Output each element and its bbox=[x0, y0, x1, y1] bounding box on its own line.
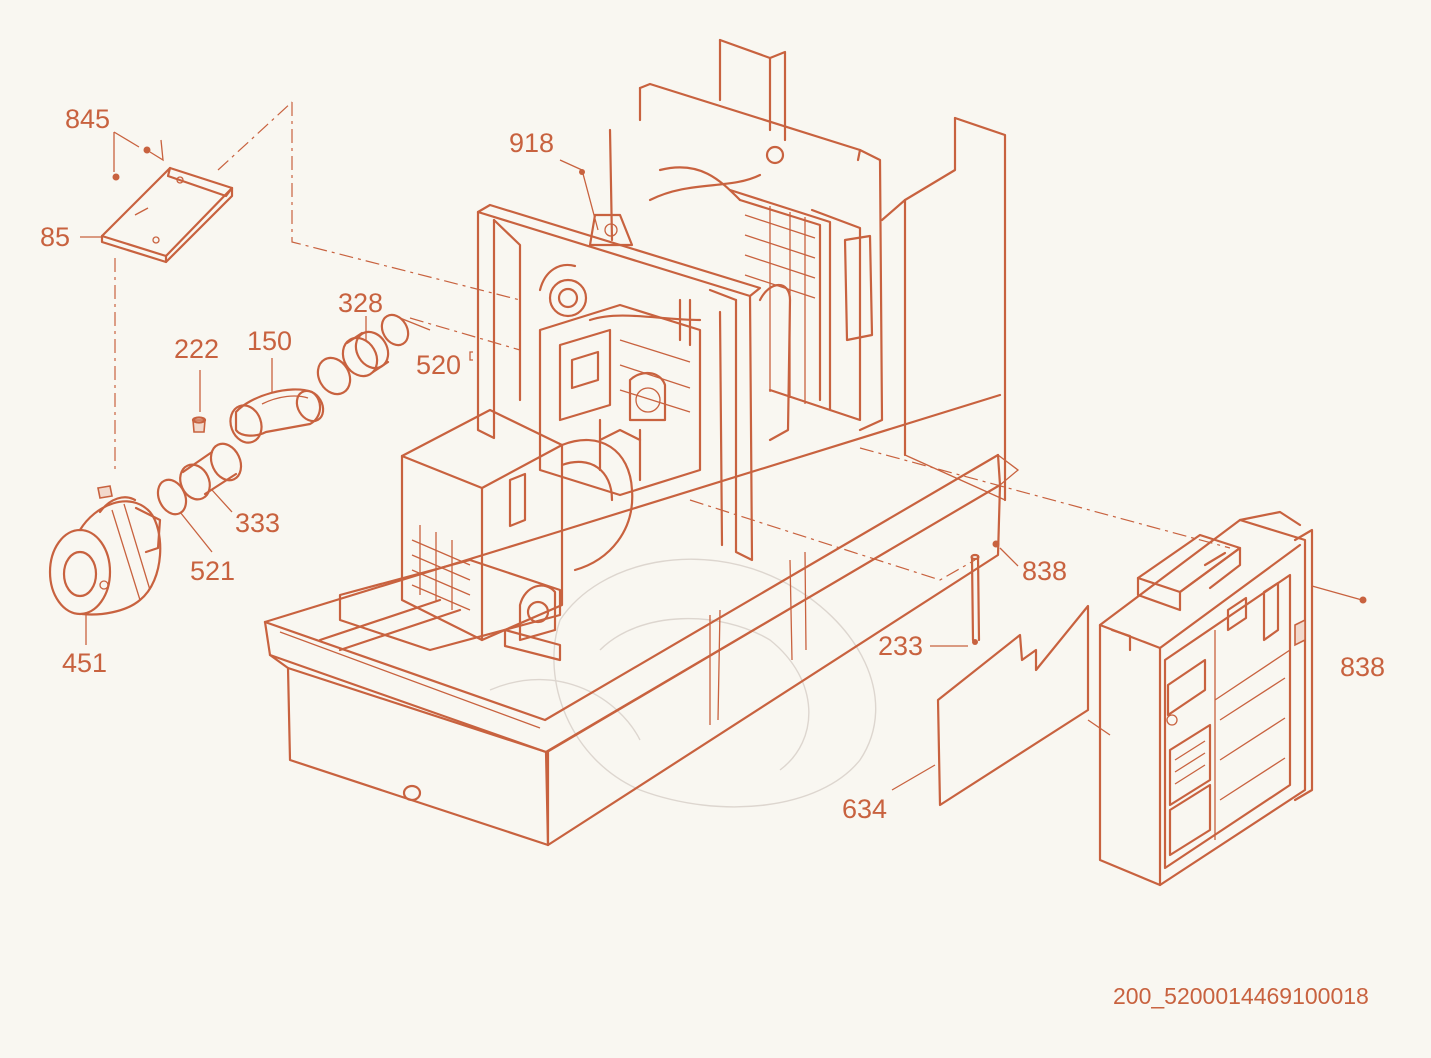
label-634: 634 bbox=[842, 794, 887, 824]
label-85: 85 bbox=[40, 222, 70, 252]
label-233: 233 bbox=[878, 631, 923, 661]
leader-lines bbox=[80, 159, 1111, 791]
generator-frame-base bbox=[263, 393, 1020, 847]
generator-frame-uprights bbox=[476, 38, 1007, 562]
label-520: 520 bbox=[416, 350, 461, 380]
label-918: 918 bbox=[509, 128, 554, 158]
screw-838-side[interactable] bbox=[1311, 585, 1367, 604]
label-328: 328 bbox=[338, 288, 383, 318]
screw-838-top[interactable] bbox=[992, 540, 1000, 548]
label-521: 521 bbox=[190, 556, 235, 586]
drawing-code: 200_5200014469100018 bbox=[1113, 983, 1369, 1009]
label-451: 451 bbox=[62, 648, 107, 678]
screw-845[interactable] bbox=[112, 131, 164, 181]
rod-233[interactable] bbox=[970, 553, 981, 645]
label-150: 150 bbox=[247, 326, 292, 356]
label-222: 222 bbox=[174, 334, 219, 364]
alternator-assembly[interactable] bbox=[338, 408, 642, 662]
label-838-top: 838 bbox=[1022, 556, 1067, 586]
label-333: 333 bbox=[235, 508, 280, 538]
vacuum-indicator-222[interactable] bbox=[191, 416, 207, 433]
air-elbow-150[interactable] bbox=[225, 386, 328, 447]
cover-panel-634[interactable] bbox=[936, 604, 1090, 807]
control-panel-cabinet[interactable] bbox=[1098, 510, 1314, 887]
hose-clamp-328[interactable] bbox=[312, 310, 414, 400]
watermark-logo bbox=[489, 558, 877, 808]
assembly-center-lines bbox=[114, 101, 1231, 581]
engine-block[interactable] bbox=[538, 213, 792, 497]
cover-plate-85[interactable] bbox=[100, 166, 234, 264]
clamp-521[interactable] bbox=[153, 475, 192, 519]
label-845: 845 bbox=[65, 104, 110, 134]
radiator-assembly[interactable] bbox=[648, 145, 874, 422]
label-838-side: 838 bbox=[1340, 652, 1385, 682]
air-filter-451[interactable] bbox=[48, 485, 162, 616]
